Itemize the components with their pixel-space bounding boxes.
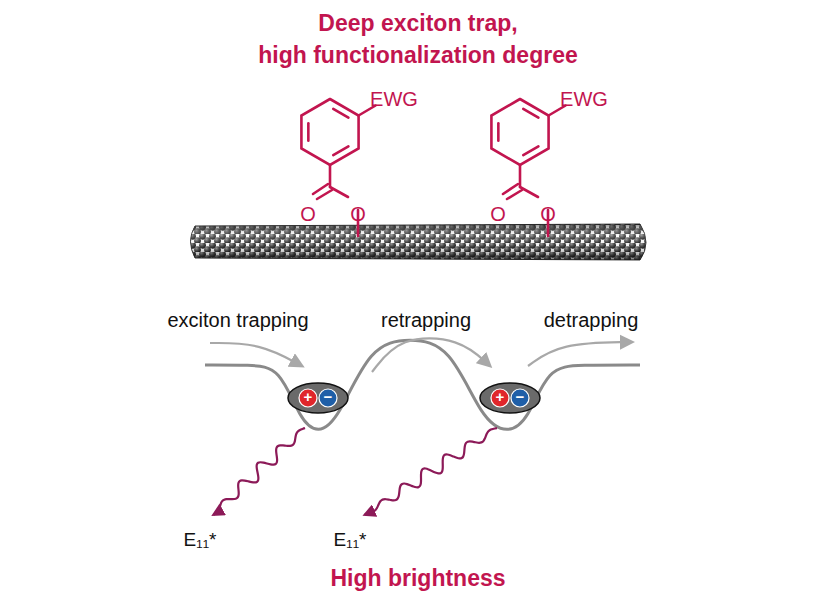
process-arrow (210, 343, 302, 366)
exciton (480, 383, 540, 413)
atom-label: O (490, 203, 506, 226)
charge-sign: − (516, 388, 525, 405)
energy-landscape (205, 340, 640, 429)
emission-wave (214, 428, 305, 515)
exciton (288, 383, 348, 413)
substituent-label: EWG (560, 88, 608, 111)
process-label: exciton trapping (167, 309, 308, 332)
substituent-label: EWG (370, 88, 418, 111)
emission-label: E₁₁* (184, 529, 217, 551)
charge-sign: − (324, 388, 333, 405)
emission-wave (365, 428, 497, 515)
caption: High brightness (330, 565, 505, 591)
nanotube (191, 224, 647, 260)
atom-label: O (300, 203, 316, 226)
title: Deep exciton trap, high functionalizatio… (258, 7, 577, 71)
process-arrow (372, 338, 490, 372)
process-label: retrapping (381, 309, 471, 332)
process-label: detrapping (544, 309, 639, 332)
charge-sign: + (496, 388, 505, 405)
atom-label: O (350, 203, 366, 226)
atom-label: O (540, 203, 556, 226)
process-arrow (528, 342, 632, 366)
charge-sign: + (304, 388, 313, 405)
emission-label: E₁₁* (334, 529, 367, 551)
